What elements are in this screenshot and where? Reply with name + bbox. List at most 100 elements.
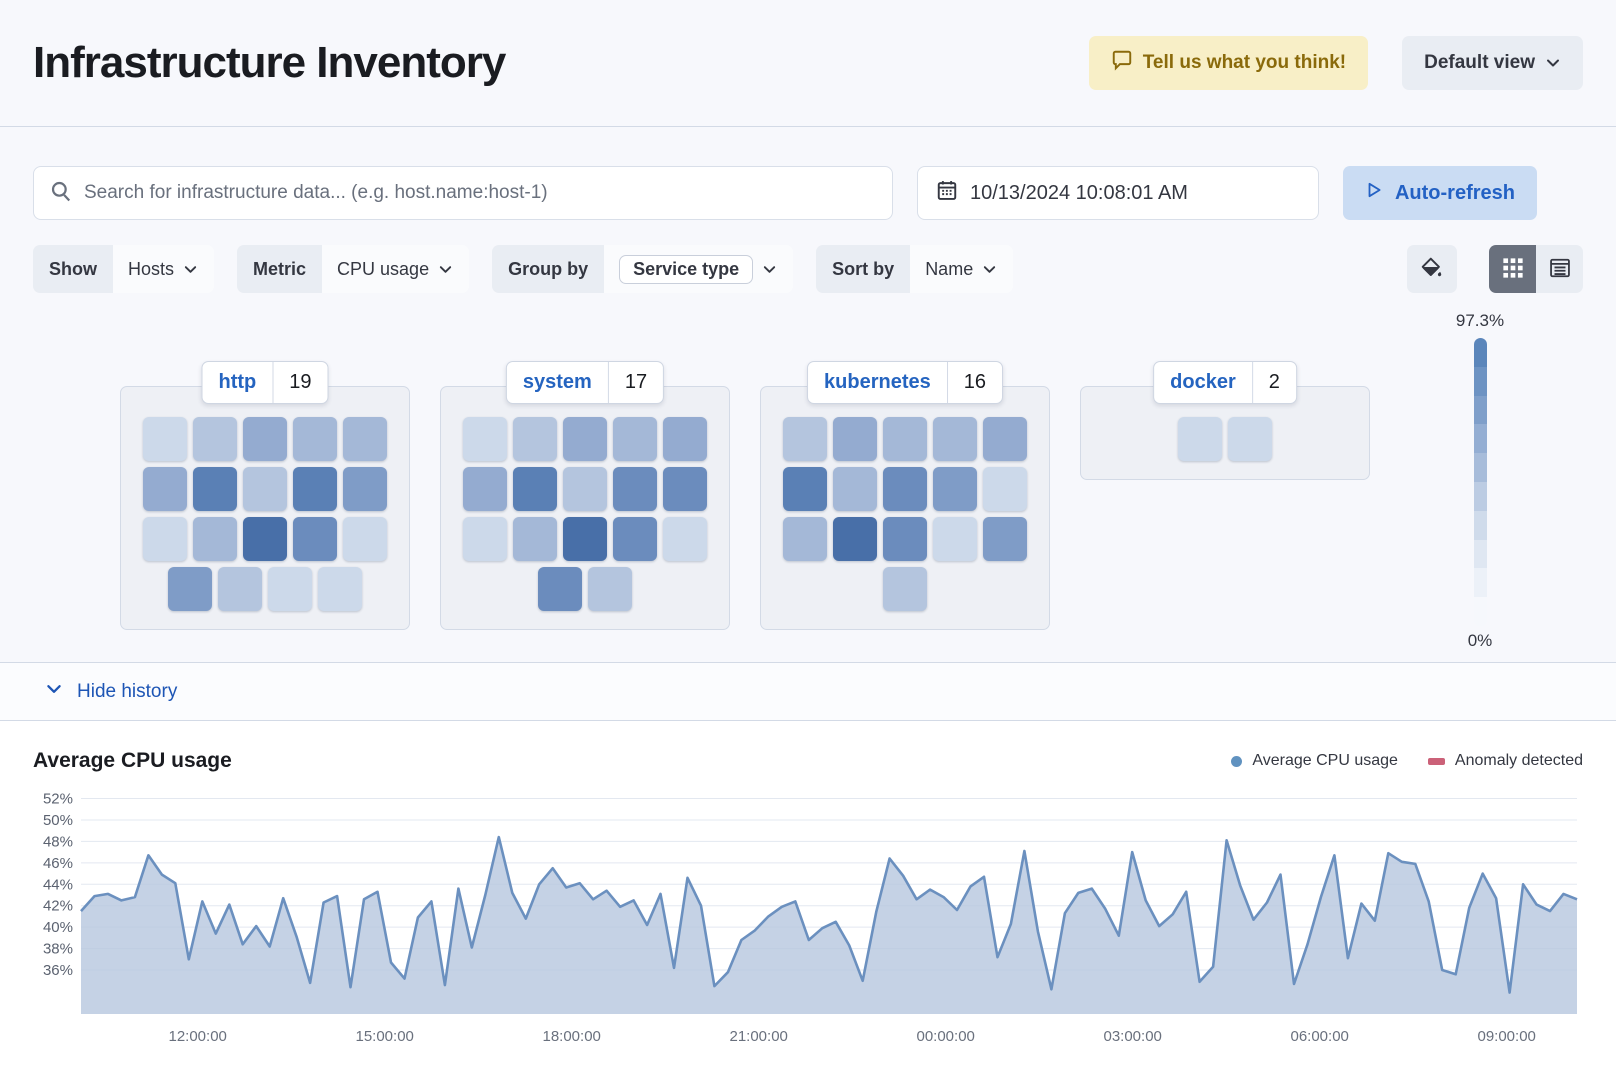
host-tile[interactable] bbox=[143, 517, 187, 561]
grid-view-icon bbox=[1502, 257, 1524, 282]
history-toggle-row: Hide history bbox=[0, 662, 1616, 721]
play-icon bbox=[1365, 181, 1383, 205]
show-dropdown[interactable]: Hosts bbox=[113, 245, 215, 293]
host-tile[interactable] bbox=[983, 517, 1027, 561]
hide-history-link[interactable]: Hide history bbox=[45, 680, 177, 704]
waffle-map bbox=[441, 417, 729, 611]
host-tile[interactable] bbox=[243, 417, 287, 461]
host-tile[interactable] bbox=[293, 467, 337, 511]
host-tile[interactable] bbox=[193, 467, 237, 511]
host-tile[interactable] bbox=[983, 467, 1027, 511]
host-tile[interactable] bbox=[193, 417, 237, 461]
date-picker[interactable]: 10/13/2024 10:08:01 AM bbox=[917, 166, 1319, 220]
host-tile[interactable] bbox=[563, 467, 607, 511]
host-tile[interactable] bbox=[833, 417, 877, 461]
host-tile[interactable] bbox=[783, 467, 827, 511]
host-tile[interactable] bbox=[1178, 417, 1222, 461]
host-tile[interactable] bbox=[513, 467, 557, 511]
search-input[interactable] bbox=[84, 182, 876, 204]
host-tile[interactable] bbox=[883, 517, 927, 561]
host-tile[interactable] bbox=[563, 417, 607, 461]
host-tile[interactable] bbox=[343, 517, 387, 561]
host-tile[interactable] bbox=[833, 467, 877, 511]
host-tile[interactable] bbox=[588, 567, 632, 611]
host-tile[interactable] bbox=[318, 567, 362, 611]
host-tile[interactable] bbox=[663, 467, 707, 511]
groupby-selected-pill[interactable]: Service type bbox=[619, 254, 754, 284]
host-tile[interactable] bbox=[663, 417, 707, 461]
host-tile[interactable] bbox=[933, 417, 977, 461]
sortby-dropdown[interactable]: Name bbox=[910, 245, 1014, 293]
host-tile[interactable] bbox=[243, 467, 287, 511]
view-mode-toggle bbox=[1489, 245, 1583, 293]
sortby-control: Sort by Name bbox=[816, 245, 1014, 293]
host-tile[interactable] bbox=[513, 517, 557, 561]
groupby-dropdown[interactable]: Service type bbox=[604, 245, 794, 293]
host-tile[interactable] bbox=[268, 567, 312, 611]
metric-label: Metric bbox=[237, 245, 323, 293]
host-tile[interactable] bbox=[293, 417, 337, 461]
host-tile[interactable] bbox=[613, 417, 657, 461]
host-tile[interactable] bbox=[783, 417, 827, 461]
host-tile[interactable] bbox=[143, 467, 187, 511]
legend-item-avg-cpu[interactable]: Average CPU usage bbox=[1231, 752, 1398, 770]
host-tile[interactable] bbox=[218, 567, 262, 611]
chevron-down-icon bbox=[1545, 55, 1561, 71]
host-tile[interactable] bbox=[143, 417, 187, 461]
group-name[interactable]: http bbox=[218, 371, 257, 393]
group-name[interactable]: docker bbox=[1170, 371, 1236, 393]
svg-text:42%: 42% bbox=[43, 898, 73, 915]
host-tile[interactable] bbox=[933, 517, 977, 561]
host-tile[interactable] bbox=[883, 567, 927, 611]
host-tile[interactable] bbox=[1228, 417, 1272, 461]
host-tile[interactable] bbox=[563, 517, 607, 561]
host-tile[interactable] bbox=[193, 517, 237, 561]
group-name[interactable]: system bbox=[522, 371, 592, 393]
host-tile[interactable] bbox=[933, 467, 977, 511]
chevron-down-icon bbox=[762, 261, 778, 277]
host-tile[interactable] bbox=[883, 467, 927, 511]
host-tile[interactable] bbox=[613, 467, 657, 511]
host-tile[interactable] bbox=[663, 517, 707, 561]
host-tile[interactable] bbox=[883, 417, 927, 461]
auto-refresh-button[interactable]: Auto-refresh bbox=[1343, 166, 1537, 220]
host-tile[interactable] bbox=[463, 417, 507, 461]
history-chart-panel: Average CPU usage Average CPU usage Anom… bbox=[0, 721, 1616, 1067]
host-tile[interactable] bbox=[343, 467, 387, 511]
svg-text:21:00:00: 21:00:00 bbox=[729, 1028, 787, 1045]
table-view-button[interactable] bbox=[1536, 245, 1583, 293]
feedback-button[interactable]: Tell us what you think! bbox=[1088, 36, 1369, 90]
svg-text:46%: 46% bbox=[43, 855, 73, 872]
host-tile[interactable] bbox=[783, 517, 827, 561]
page-title: Infrastructure Inventory bbox=[33, 38, 506, 87]
host-tile[interactable] bbox=[538, 567, 582, 611]
host-tile[interactable] bbox=[463, 517, 507, 561]
svg-text:03:00:00: 03:00:00 bbox=[1103, 1028, 1161, 1045]
color-palette-button[interactable] bbox=[1407, 245, 1457, 293]
toolbar: Show Hosts Metric CPU usage Group by Ser… bbox=[0, 245, 1616, 293]
host-tile[interactable] bbox=[243, 517, 287, 561]
host-tile[interactable] bbox=[613, 517, 657, 561]
metric-dropdown[interactable]: CPU usage bbox=[322, 245, 470, 293]
host-tile[interactable] bbox=[833, 517, 877, 561]
host-tile[interactable] bbox=[168, 567, 212, 611]
legend-dot-icon bbox=[1231, 755, 1243, 767]
host-tile[interactable] bbox=[293, 517, 337, 561]
view-selector-button[interactable]: Default view bbox=[1402, 36, 1583, 90]
host-tile[interactable] bbox=[463, 467, 507, 511]
group-name[interactable]: kubernetes bbox=[824, 371, 931, 393]
metric-control: Metric CPU usage bbox=[237, 245, 470, 293]
host-tile[interactable] bbox=[513, 417, 557, 461]
svg-text:09:00:00: 09:00:00 bbox=[1477, 1028, 1535, 1045]
host-tile[interactable] bbox=[983, 417, 1027, 461]
legend-item-anomaly[interactable]: Anomaly detected bbox=[1427, 752, 1583, 770]
host-tile[interactable] bbox=[343, 417, 387, 461]
grid-view-button[interactable] bbox=[1489, 245, 1536, 293]
search-row: 10/13/2024 10:08:01 AM Auto-refresh bbox=[0, 166, 1616, 220]
